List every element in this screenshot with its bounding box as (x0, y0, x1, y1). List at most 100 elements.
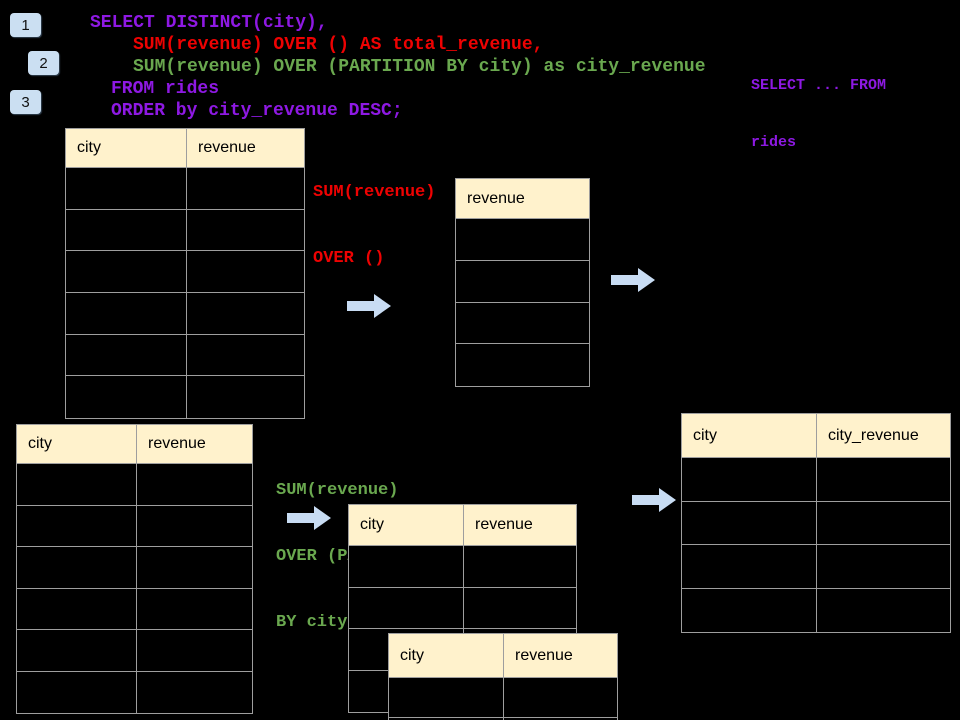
from-note-line-1: SELECT ... FROM (751, 77, 887, 94)
right-arrow-icon (287, 505, 332, 531)
table-cell-empty (17, 630, 137, 672)
table-cell-empty (464, 546, 576, 588)
sql-line-order-by: ORDER by city_revenue DESC; (111, 101, 403, 121)
table-partition-overlay: city revenue (388, 633, 618, 720)
table-header-row: city city_revenue (682, 414, 950, 458)
table-cell-empty (187, 293, 304, 335)
table-row (66, 334, 304, 377)
table-cell-empty (817, 458, 950, 502)
table-row (682, 588, 950, 632)
table-cell-empty (17, 464, 137, 506)
table-cell-empty (464, 587, 576, 629)
table-row (17, 464, 252, 506)
column-header-revenue: revenue (504, 634, 617, 678)
table-cell-empty (456, 219, 589, 261)
right-arrow-icon (611, 267, 656, 293)
sql-line-select: SELECT DISTINCT(city), (90, 13, 328, 33)
sql-line-from: FROM rides (111, 79, 220, 99)
column-header-revenue: revenue (137, 425, 252, 464)
table-cell-empty (66, 168, 187, 210)
table-cell-empty (187, 251, 304, 294)
table-header-row: revenue (456, 179, 589, 219)
table-cell-empty (66, 376, 187, 419)
table-cell-empty (504, 718, 617, 720)
table-row (66, 251, 304, 294)
table-row (17, 505, 252, 547)
table-source-top: city revenue (65, 128, 305, 420)
table-cell-empty (137, 630, 252, 672)
table-cell-empty (137, 588, 252, 630)
table-row (389, 718, 617, 720)
table-cell-empty (17, 505, 137, 547)
sql-line-sum-partition: SUM(revenue) OVER (PARTITION BY city) as… (133, 57, 706, 77)
table-cell-empty (17, 671, 137, 713)
table-cell-empty (17, 588, 137, 630)
annotation-total: SUM(revenue) OVER () (313, 138, 435, 314)
step-badge-2: 2 (28, 51, 59, 75)
table-source-bottom: city revenue (16, 424, 253, 714)
right-arrow-icon (347, 293, 392, 319)
table-row (456, 344, 589, 387)
annotation-partition-line-1: SUM(revenue) (276, 481, 399, 500)
right-arrow-icon (632, 487, 677, 513)
table-header-row: city revenue (349, 505, 576, 546)
table-cell-empty (66, 334, 187, 377)
table-row (349, 546, 576, 588)
step-badge-1: 1 (10, 13, 41, 37)
column-header-city: city (682, 414, 817, 458)
table-row (456, 302, 589, 345)
table-header-row: city revenue (389, 634, 617, 678)
annotation-total-line-2: OVER () (313, 249, 385, 268)
column-header-city: city (17, 425, 137, 464)
table-row (682, 458, 950, 502)
column-header-revenue: revenue (464, 505, 576, 546)
table-total-result: revenue (455, 178, 590, 388)
table-row (349, 587, 576, 629)
table-header-row: city revenue (17, 425, 252, 464)
table-cell-empty (682, 458, 817, 502)
from-note-line-2: rides (751, 134, 797, 151)
table-cell-empty (389, 678, 504, 718)
annotation-partition-line-3: BY city) (276, 613, 358, 632)
column-header-city: city (389, 634, 504, 678)
table-cell-empty (504, 678, 617, 718)
table-cell-empty (389, 718, 504, 720)
table-row (66, 293, 304, 335)
table-cell-empty (187, 334, 304, 377)
table-cell-empty (137, 547, 252, 589)
table-cell-empty (456, 260, 589, 303)
column-header-revenue: revenue (187, 129, 304, 168)
table-final-result: city city_revenue (681, 413, 951, 633)
table-cell-empty (682, 501, 817, 545)
table-cell-empty (187, 168, 304, 210)
table-cell-empty (456, 344, 589, 387)
table-cell-empty (817, 588, 950, 632)
table-cell-empty (349, 587, 464, 629)
table-cell-empty (66, 251, 187, 294)
column-header-city-revenue: city_revenue (817, 414, 950, 458)
table-row (682, 545, 950, 589)
table-cell-empty (456, 302, 589, 345)
table-cell-empty (137, 505, 252, 547)
table-cell-empty (66, 293, 187, 335)
step-badge-3: 3 (10, 90, 41, 114)
column-header-city: city (349, 505, 464, 546)
table-row (456, 260, 589, 303)
column-header-revenue: revenue (456, 179, 589, 219)
table-row (17, 588, 252, 630)
table-cell-empty (349, 546, 464, 588)
column-header-city: city (66, 129, 187, 168)
table-row (66, 376, 304, 419)
table-row (682, 501, 950, 545)
table-row (389, 678, 617, 718)
table-row (17, 547, 252, 589)
from-note: SELECT ... FROM rides (751, 38, 886, 190)
table-cell-empty (66, 209, 187, 252)
table-row (66, 209, 304, 252)
table-cell-empty (187, 376, 304, 419)
table-row (17, 671, 252, 713)
table-row (66, 168, 304, 210)
table-cell-empty (137, 464, 252, 506)
table-cell-empty (682, 545, 817, 589)
